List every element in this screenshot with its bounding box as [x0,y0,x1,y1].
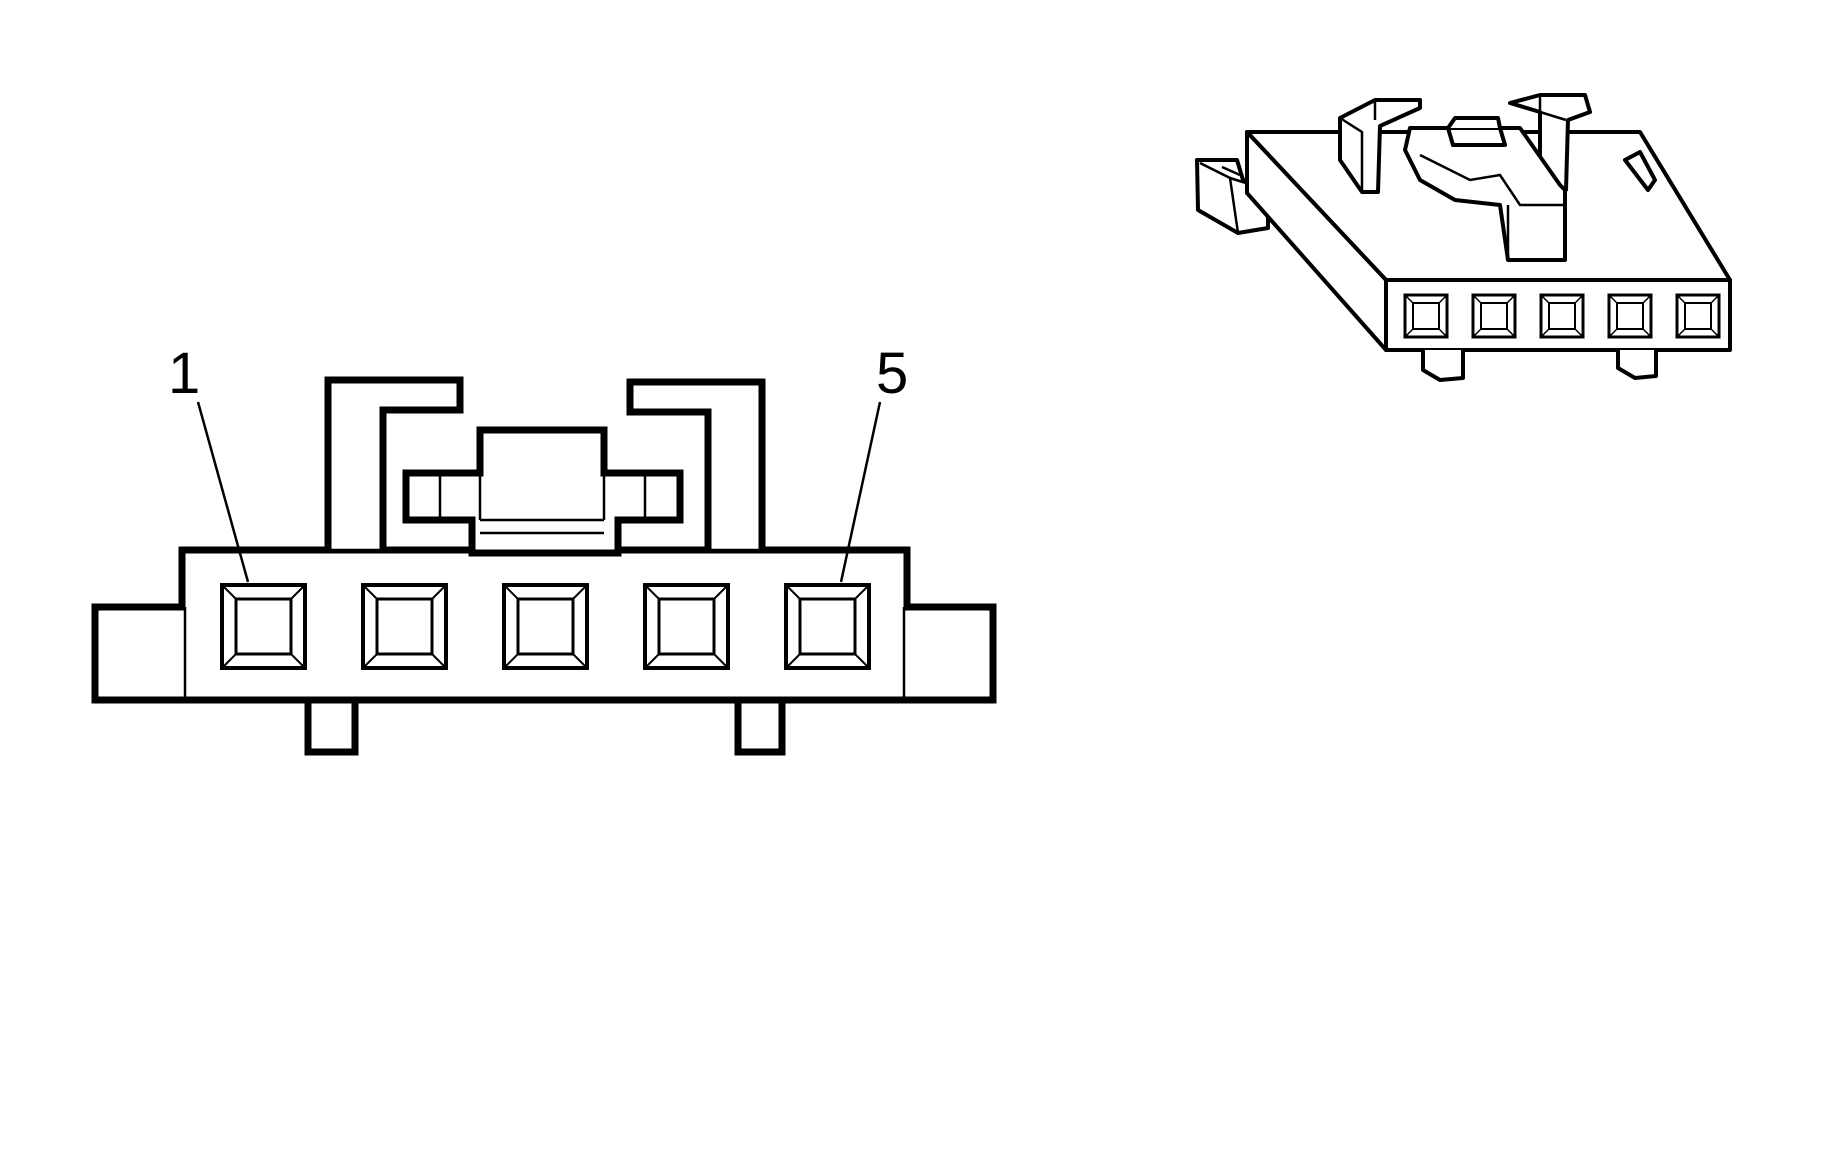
terminal-cavity [361,583,448,670]
terminal-cavity [643,583,730,670]
iso-terminal-cavity [1675,293,1721,339]
iso-lock-lever-edge [1419,153,1565,207]
terminal-cavity [502,583,589,670]
front-latch-right [626,378,766,550]
iso-terminal-cavity [1539,293,1585,339]
iso-terminal-cavity [1471,293,1517,339]
iso-side-clip-edge [1221,165,1241,177]
pin-leader-first [196,401,250,583]
front-cavities [220,583,871,670]
iso-foot-right [1616,350,1658,380]
pin-label-last: 5 [876,341,908,406]
front-latch-left [324,376,464,550]
pin-leader-last [839,401,882,583]
iso-latch-left-edge [1339,100,1377,192]
terminal-cavity [220,583,307,670]
connector-isometric-view [1195,93,1732,382]
terminal-cavity [784,583,871,670]
iso-terminal-cavity [1607,293,1653,339]
pin-label-first: 1 [168,341,200,406]
iso-terminal-cavity [1403,293,1449,339]
iso-right-nub [1623,150,1657,192]
front-lock-tab [402,426,684,557]
connector-front-view: 1 5 [91,341,997,756]
iso-latch-right [1508,93,1592,197]
iso-latch-right-edge [1538,95,1567,122]
iso-lever-block [1446,126,1507,147]
iso-lever-block-top [1446,116,1502,130]
iso-cavities [1403,293,1721,339]
front-foot-right [734,695,786,756]
front-foot-left [304,695,359,756]
iso-foot-left [1421,350,1465,382]
iso-latch-left [1338,98,1422,194]
